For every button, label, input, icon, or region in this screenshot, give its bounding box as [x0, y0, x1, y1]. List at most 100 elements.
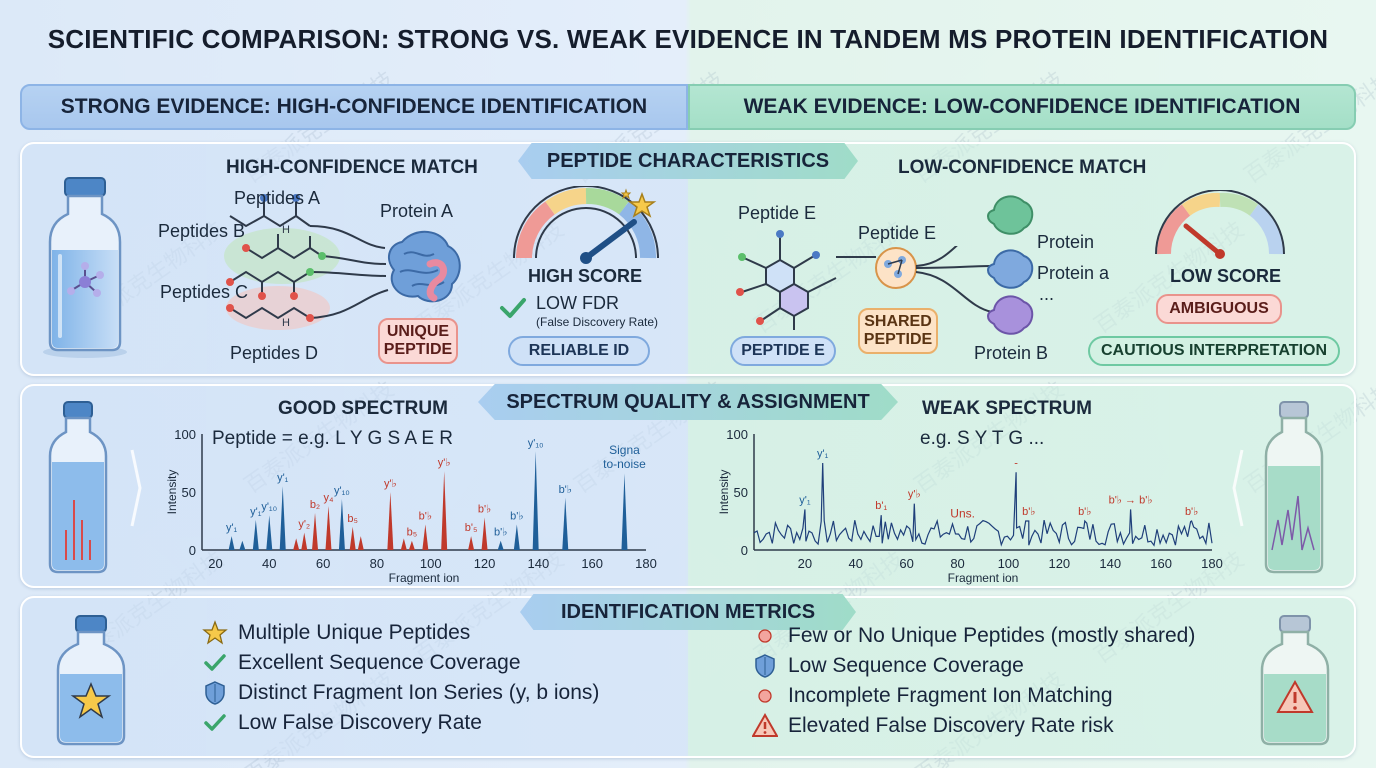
peak-label: b'♭	[478, 504, 491, 516]
peak-label: y'₁	[799, 494, 811, 506]
strong-metric-item: Low False Discovery Rate	[202, 710, 482, 736]
spectrum-peak	[349, 526, 356, 550]
x-tick-label: 60	[899, 556, 913, 571]
peak-label: b'♭	[419, 510, 432, 522]
peptide-c-label: Peptides C	[160, 282, 249, 302]
spectrum-peak	[621, 473, 628, 550]
peak-label: y'₁	[277, 472, 289, 484]
peptide-characteristics-ribbon: PEPTIDE CHARACTERISTICS	[518, 143, 858, 179]
fdr-definition: (False Discovery Rate)	[536, 315, 659, 329]
weak-spectrum-peptide: e.g. S Y T G ...	[920, 428, 1045, 449]
peak-label: y'₁₀	[334, 485, 350, 497]
check-icon	[202, 710, 228, 736]
page-title: SCIENTIFIC COMPARISON: STRONG VS. WEAK E…	[47, 24, 1329, 54]
peak-label: y₄	[323, 492, 334, 504]
protein-a-icon	[387, 230, 461, 303]
peptide-b-label: Peptides B	[158, 221, 246, 241]
x-tick-label: 80	[950, 556, 964, 571]
peak-label: b'♭	[1022, 506, 1035, 518]
weak-spectrum-vial-icon	[1232, 401, 1324, 574]
peak-label: b'♭ → b'♭	[1109, 494, 1153, 506]
spectrum-peak	[532, 451, 539, 550]
strong-metric-text: Multiple Unique Peptides	[238, 621, 471, 644]
strong-metric-text: Low False Discovery Rate	[238, 711, 482, 734]
spectrum-peak	[400, 538, 407, 550]
x-tick-label: 160	[581, 556, 603, 571]
x-tick-label: 20	[798, 556, 812, 571]
x-tick-label: 180	[635, 556, 657, 571]
ambiguous-badge: AMBIGUOUS	[1156, 294, 1282, 324]
peak-label: b'♭	[494, 527, 507, 539]
protein-b-label: Protein B	[974, 343, 1049, 363]
check-icon	[202, 650, 228, 676]
low-confidence-heading: LOW-CONFIDENCE MATCH	[898, 157, 1147, 178]
peak-label: y'♭	[384, 478, 397, 490]
peak-label: y'₁₀	[261, 501, 277, 513]
x-tick-label: 140	[528, 556, 550, 571]
x-tick-label: 40	[262, 556, 276, 571]
peak-label: b₅	[407, 527, 418, 539]
protein-a-label: Protein A	[380, 201, 454, 221]
high-score-label: HIGH SCORE	[528, 266, 643, 286]
y-axis-label: Intensity	[717, 470, 731, 515]
strong-metric-item: Multiple Unique Peptides	[202, 620, 470, 646]
spectrum-peak	[408, 540, 415, 550]
peak-label: y'♭	[438, 457, 451, 469]
spectrum-peak	[513, 524, 520, 550]
spectrum-peak	[481, 517, 488, 550]
peak-label: y'₁	[250, 506, 262, 518]
strong-metric-item: Excellent Sequence Coverage	[202, 650, 521, 676]
weak-metric-text: Incomplete Fragment Ion Matching	[788, 684, 1113, 707]
x-tick-label: 140	[1099, 556, 1121, 571]
peptide-e-badge: PEPTIDE E	[730, 336, 836, 366]
spectrum-peak	[497, 540, 504, 550]
good-spectrum-vial-icon	[48, 401, 142, 574]
y-tick-label: 100	[726, 427, 748, 442]
y-tick-label: 100	[174, 427, 196, 442]
weak-spectrum-heading: WEAK SPECTRUM	[922, 398, 1092, 419]
spectrum-peak	[562, 497, 569, 550]
y-tick-label: 50	[734, 485, 748, 500]
spectrum-peak	[293, 538, 300, 550]
peptide-d-label: Peptides D	[230, 343, 319, 363]
peptide-e-structure-icon	[736, 230, 837, 330]
y-axis-label: Intensity	[165, 470, 179, 515]
weak-metric-text: Low Sequence Coverage	[788, 654, 1024, 677]
sample-vial-icon	[43, 177, 127, 358]
spectrum-peak	[441, 471, 448, 550]
cautious-interpretation-badge: CAUTIOUS INTERPRETATION	[1088, 336, 1340, 366]
x-tick-label: 160	[1150, 556, 1172, 571]
peak-label: y'♭	[908, 489, 921, 501]
spectrum-peak	[279, 486, 286, 550]
y-tick-label: 50	[182, 485, 196, 500]
star-icon	[202, 620, 228, 646]
strong-metric-text: Distinct Fragment Ion Series (y, b ions)	[238, 681, 600, 704]
shared-peptide-connections	[875, 246, 993, 313]
spectrum-peak	[239, 540, 246, 550]
peak-label: b'₅	[465, 522, 478, 534]
good-spectrum-peptide: Peptide = e.g. L Y G S A E R	[212, 428, 454, 449]
peak-label: -	[1014, 457, 1018, 469]
peak-label: y'₂	[298, 519, 310, 531]
metrics-ribbon: IDENTIFICATION METRICS	[520, 594, 856, 630]
unique-peptide-badge: UNIQUE PEPTIDE	[378, 318, 458, 364]
peak-label: y'₁₀	[528, 437, 544, 449]
weak-metric-item: Few or No Unique Peptides (mostly shared…	[752, 623, 1195, 649]
x-axis-label: Fragment ion	[389, 571, 460, 585]
high-confidence-heading: HIGH-CONFIDENCE MATCH	[226, 157, 478, 178]
high-score-gauge	[513, 186, 659, 264]
weak-metrics-vial-icon	[1260, 615, 1330, 746]
x-tick-label: 20	[208, 556, 222, 571]
good-spectrum-heading: GOOD SPECTRUM	[278, 398, 448, 419]
candidate-proteins-icon	[987, 195, 1034, 335]
peak-label: b'♭	[510, 510, 523, 522]
peak-label: b₅	[347, 513, 358, 525]
check-icon	[500, 298, 526, 318]
x-tick-label: 120	[1048, 556, 1070, 571]
unassigned-note: Uns.	[950, 507, 975, 521]
x-tick-label: 180	[1201, 556, 1223, 571]
peak-label: b'♭	[1078, 506, 1091, 518]
reliable-id-badge: RELIABLE ID	[508, 336, 650, 366]
weak-metric-item: Elevated False Discovery Rate risk	[752, 713, 1114, 739]
